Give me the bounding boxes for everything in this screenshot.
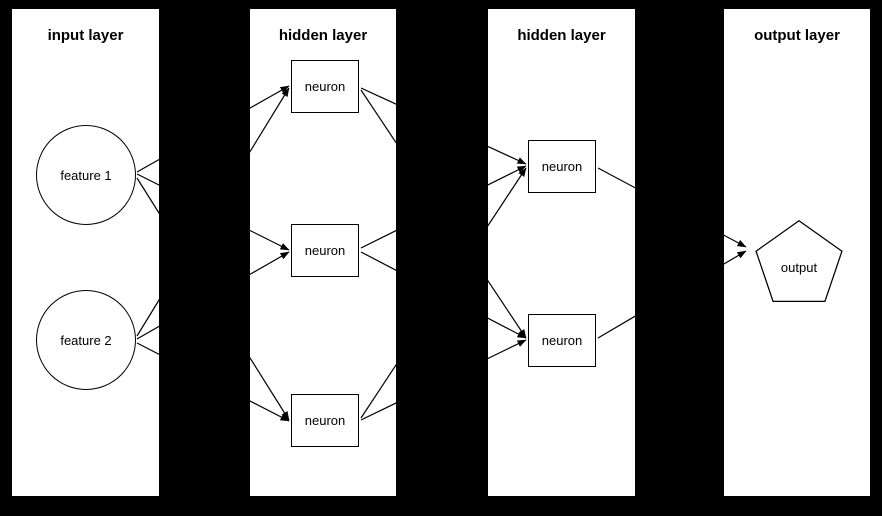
pentagon-shape	[755, 220, 843, 302]
node-hidden1-neuron-2[interactable]	[291, 224, 359, 277]
node-hidden2-neuron-1[interactable]	[528, 140, 596, 193]
panel-title-input-layer: input layer	[47, 27, 124, 44]
node-output-node[interactable]	[748, 219, 850, 304]
node-label-feature-1: feature 1	[60, 167, 112, 183]
node-label-hidden1-neuron-3: neuron	[304, 413, 346, 428]
node-label-hidden1-neuron-2: neuron	[304, 243, 346, 258]
panel-input-layer: input layer	[12, 9, 159, 496]
panel-title-hidden-layer-2: hidden layer	[517, 27, 606, 44]
node-label-output-node: output	[780, 260, 818, 275]
node-label-hidden2-neuron-2: neuron	[541, 333, 583, 348]
panel-hidden-layer-2: hidden layer	[488, 9, 635, 496]
node-label-hidden2-neuron-1: neuron	[541, 159, 583, 174]
node-hidden2-neuron-2[interactable]	[528, 314, 596, 367]
panel-title-output-layer: output layer	[754, 27, 840, 44]
node-hidden1-neuron-1[interactable]	[291, 60, 359, 113]
node-label-feature-2: feature 2	[60, 332, 112, 348]
panel-title-hidden-layer-1: hidden layer	[278, 27, 368, 44]
node-label-hidden1-neuron-1: neuron	[304, 79, 346, 94]
node-feature-2[interactable]	[36, 290, 136, 390]
node-hidden1-neuron-3[interactable]	[291, 394, 359, 447]
node-feature-1[interactable]	[36, 125, 136, 225]
